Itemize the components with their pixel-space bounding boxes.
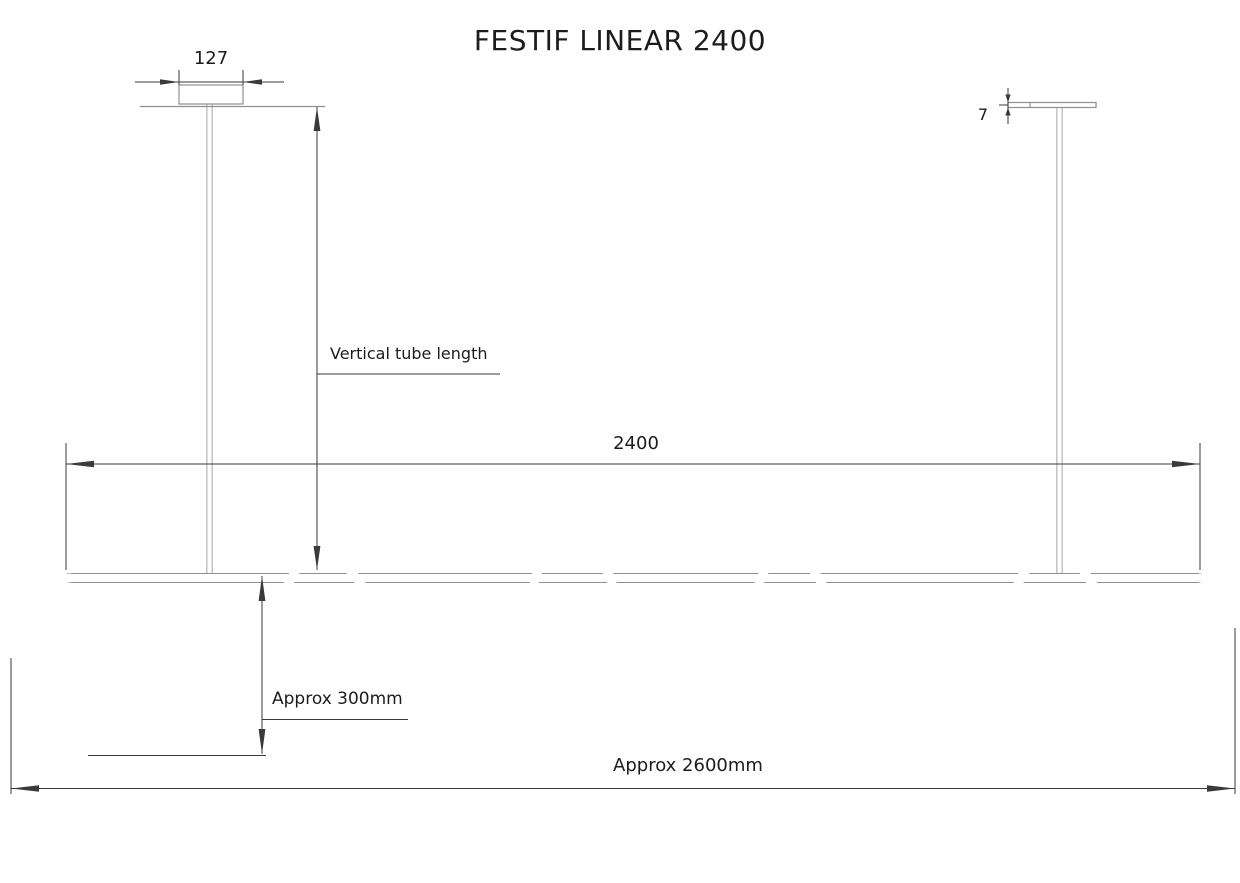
dim-tube-length: 2400 xyxy=(65,433,1201,570)
right-canopy-group xyxy=(1007,101,1097,109)
dim-label-wave-drop: Approx 300mm xyxy=(272,689,403,709)
left-canopy-group xyxy=(140,84,325,108)
dim-wave-drop: Approx 300mm xyxy=(88,576,408,756)
dim-vertical-tube-length: Vertical tube length xyxy=(313,107,500,570)
drawing-title: FESTIF LINEAR 2400 xyxy=(474,24,766,57)
festoon-tube-outline xyxy=(12,553,1235,755)
dim-arrow-up xyxy=(258,576,266,601)
dim-arrow-down xyxy=(258,729,266,754)
dim-arrow-right xyxy=(160,79,179,85)
dim-label-tube-length: 2400 xyxy=(613,433,659,454)
dim-arrow-right xyxy=(1207,785,1235,792)
canopy-plate xyxy=(1007,101,1097,109)
dim-label-canopy-width: 127 xyxy=(194,48,228,69)
dim-arrow-right xyxy=(1172,460,1200,468)
suspension-rod-outline xyxy=(206,104,1063,574)
dim-arrow-up xyxy=(313,107,321,131)
dim-arrow-left xyxy=(11,785,39,792)
festoon-tube xyxy=(12,553,1235,755)
dim-plate-thickness: 7 xyxy=(978,88,1011,124)
dim-label-overall-length: Approx 2600mm xyxy=(613,755,763,776)
dim-canopy-width: 127 xyxy=(135,48,284,85)
dim-arrow-left xyxy=(243,79,262,85)
dim-arrow-down xyxy=(313,546,321,570)
dim-overall-length: Approx 2600mm xyxy=(10,628,1236,794)
dim-label-plate-thickness: 7 xyxy=(978,105,988,124)
dim-arrow-up xyxy=(1005,107,1011,116)
dim-arrow-down xyxy=(1005,94,1011,103)
dim-label-vertical-tube: Vertical tube length xyxy=(330,344,487,363)
suspension-rods xyxy=(206,104,1063,574)
ceiling-canopy xyxy=(178,84,244,105)
dim-arrow-left xyxy=(66,460,94,468)
